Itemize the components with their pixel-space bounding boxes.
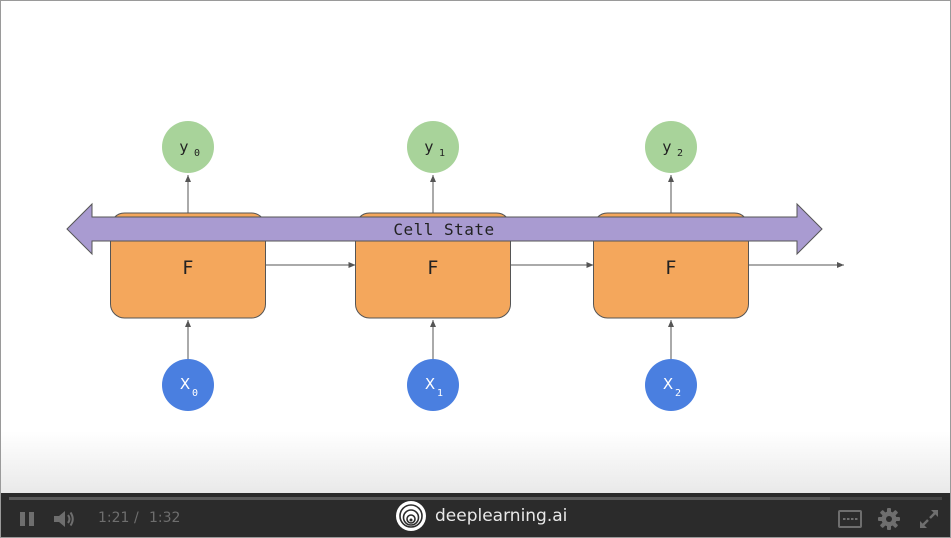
- input-subscript-2: 2: [675, 388, 681, 399]
- cell-label-0: F: [183, 257, 194, 279]
- output-subscript-2: 2: [677, 148, 683, 159]
- gear-icon: [878, 508, 900, 530]
- progress-bar[interactable]: [9, 497, 942, 500]
- cell-state-arrow: [66, 202, 823, 256]
- input-subscript-1: 1: [437, 388, 443, 399]
- deeplearning-logo-icon: [396, 501, 426, 531]
- captions-icon: [838, 510, 862, 528]
- output-label-2: y: [663, 138, 672, 156]
- cell-label-1: F: [428, 257, 439, 279]
- brand[interactable]: deeplearning.ai: [395, 500, 567, 532]
- settings-button[interactable]: [877, 507, 901, 531]
- output-subscript-0: 0: [194, 148, 200, 159]
- output-node-0: [162, 121, 214, 173]
- fullscreen-icon: [920, 510, 938, 528]
- pause-button[interactable]: [15, 509, 39, 529]
- output-label-1: y: [425, 138, 434, 156]
- input-node-2: [645, 359, 697, 411]
- cell-state-band: Cell State: [66, 202, 823, 256]
- output-node-1: [407, 121, 459, 173]
- connection-arrows: [185, 175, 844, 359]
- output-label-0: y: [180, 138, 189, 156]
- input-label-1: X: [425, 375, 435, 393]
- volume-icon: [54, 511, 74, 527]
- output-subscript-1: 1: [439, 148, 445, 159]
- total-time: 1:32: [149, 510, 181, 526]
- captions-button[interactable]: [837, 508, 863, 530]
- cell-state-label: Cell State: [393, 220, 494, 239]
- player-controls: 1:21 / 1:32 deeplearning.ai: [1, 493, 950, 537]
- time-separator: /: [134, 510, 139, 526]
- current-time: 1:21: [98, 510, 130, 526]
- output-node-2: [645, 121, 697, 173]
- input-node-1: [407, 359, 459, 411]
- fullscreen-button[interactable]: [917, 507, 941, 531]
- input-subscript-0: 0: [192, 388, 198, 399]
- cell-label-2: F: [666, 257, 677, 279]
- pause-icon: [20, 512, 25, 526]
- input-node-0: [162, 359, 214, 411]
- progress-fill: [9, 497, 831, 500]
- volume-button[interactable]: [51, 507, 77, 531]
- input-label-2: X: [663, 375, 673, 393]
- pause-icon-bar: [29, 512, 34, 526]
- brand-name: deeplearning.ai: [435, 506, 568, 526]
- input-label-0: X: [180, 375, 190, 393]
